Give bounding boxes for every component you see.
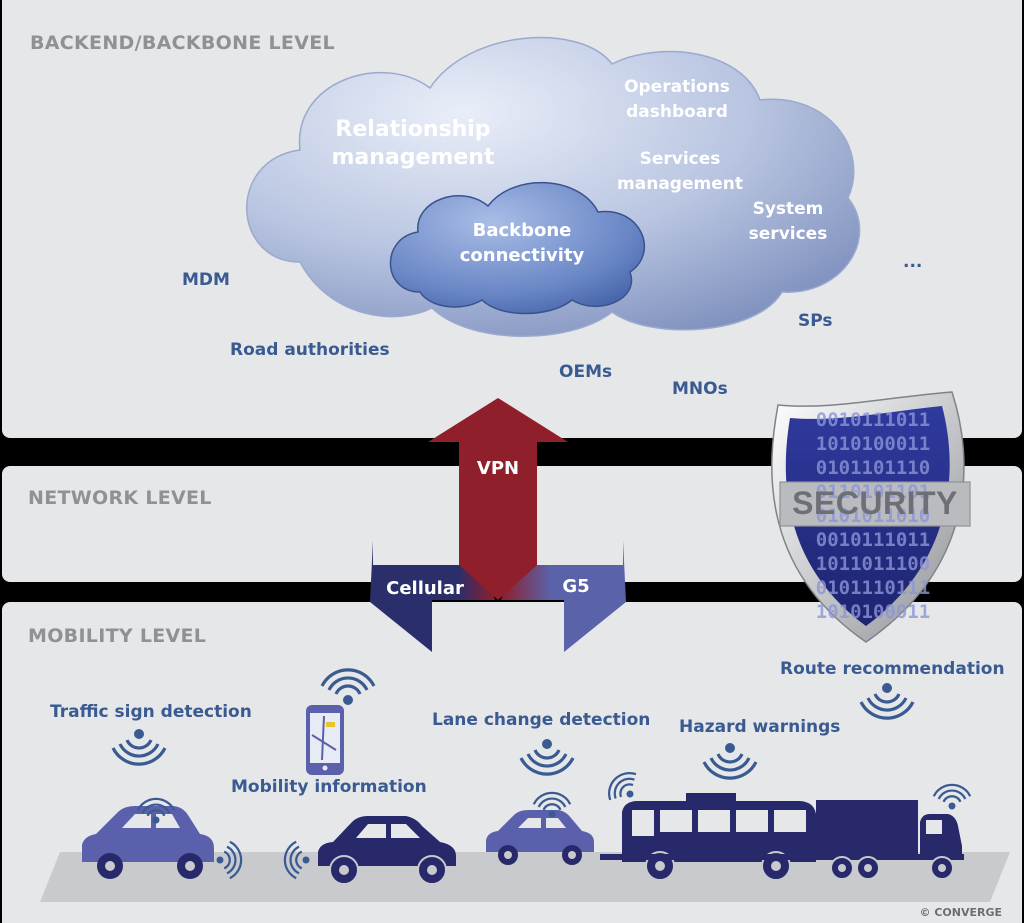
mobility-level-title: MOBILITY LEVEL — [28, 625, 207, 647]
stakeholder-oems: OEMs — [559, 362, 613, 382]
stakeholder-road-authorities: Road authorities — [230, 340, 390, 360]
backbone-connectivity-label: Backbone connectivity — [459, 220, 585, 266]
security-label: SECURITY — [792, 485, 958, 521]
vpn-label: VPN — [476, 458, 520, 479]
hazard-warnings-label: Hazard warnings — [679, 717, 841, 737]
wifi-signal-icon — [702, 741, 758, 780]
copyright-credit: © CONVERGE — [919, 906, 1003, 919]
stakeholder-mnos: MNOs — [672, 379, 728, 399]
smartphone — [306, 705, 344, 775]
wifi-signal-icon — [932, 783, 972, 811]
binary-row: 1011011100 — [815, 553, 931, 575]
services-management-label: Services management — [617, 149, 743, 194]
binary-row: 0010111011 — [815, 529, 931, 551]
traffic-sign-detection-label: Traffic sign detection — [50, 702, 252, 722]
wifi-signal-icon — [111, 727, 167, 766]
car-3 — [486, 810, 594, 865]
route-recommendation-label: Route recommendation — [780, 659, 1005, 679]
truck — [600, 800, 964, 880]
backend-level-title: BACKEND/BACKBONE LEVEL — [30, 32, 335, 54]
relationship-management-label: Relationship management — [331, 117, 495, 170]
binary-row: 0010111011 — [815, 409, 931, 431]
cellular-label: Cellular — [386, 578, 464, 599]
bus — [622, 793, 816, 881]
stakeholder-sps: SPs — [798, 311, 833, 331]
binary-row: 1010100011 — [815, 601, 931, 623]
car-1 — [82, 806, 214, 879]
system-services-label: System services — [748, 199, 828, 244]
car-2 — [318, 816, 456, 885]
stakeholder-more: ... — [903, 252, 923, 272]
g5-label: G5 — [562, 576, 590, 597]
network-level-title: NETWORK LEVEL — [28, 487, 212, 509]
binary-row: 0110101101 — [815, 481, 931, 503]
stakeholder-mdm: MDM — [182, 270, 230, 290]
lane-change-detection-label: Lane change detection — [432, 710, 651, 730]
mobility-information-label: Mobility information — [231, 777, 427, 797]
wifi-signal-icon — [519, 737, 575, 776]
binary-row: 0101011010 — [815, 505, 931, 527]
network-arrows — [370, 398, 626, 652]
binary-row: 1010100011 — [815, 433, 931, 455]
wifi-signal-icon — [859, 681, 915, 720]
wifi-signal-icon — [320, 668, 376, 707]
security-shield — [771, 391, 971, 643]
binary-row: 0101101110 — [815, 457, 931, 479]
operations-dashboard-label: Operations dashboard — [624, 77, 730, 122]
backbone-cloud — [389, 181, 646, 315]
binary-row: 0101110111 — [815, 577, 931, 599]
